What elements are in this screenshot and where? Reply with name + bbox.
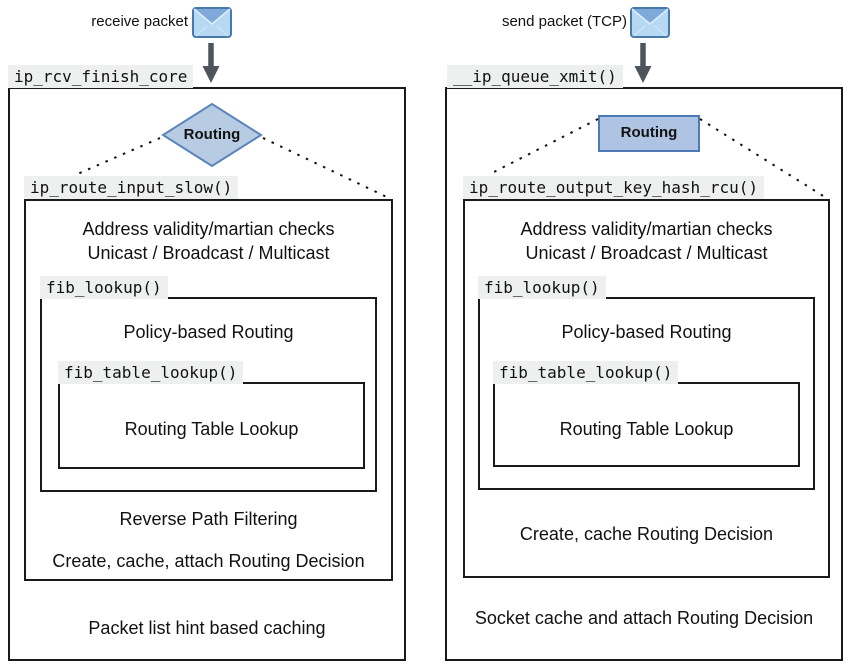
routing-decision-text: Create, cache Routing Decision — [519, 524, 774, 544]
fib-table-lookup-label: fib_table_lookup() — [493, 361, 679, 384]
route-function-label: ip_route_output_key_hash_rcu() — [463, 176, 764, 199]
entry-function-label: __ip_queue_xmit() — [447, 65, 623, 88]
entry-function-box — [8, 87, 406, 661]
address-checks-text: Address validity/martian checks Unicast … — [465, 217, 828, 265]
flow-label-receive: receive packet — [91, 13, 188, 30]
fib-lookup-box — [40, 297, 377, 492]
routing-table-lookup-text: Routing Table Lookup — [559, 419, 734, 439]
envelope-icon — [630, 7, 670, 38]
fib-lookup-box — [478, 297, 815, 490]
routing-decision-diamond: Routing — [161, 103, 263, 167]
fib-table-lookup-label: fib_table_lookup() — [58, 361, 244, 384]
route-function-label: ip_route_input_slow() — [24, 176, 239, 199]
fib-lookup-label: fib_lookup() — [478, 276, 606, 299]
checks-line-2: Unicast / Broadcast / Multicast — [87, 243, 330, 263]
routing-decision-text: Create, cache, attach Routing Decision — [52, 551, 365, 571]
down-arrow-icon — [202, 43, 220, 83]
fib-lookup-label: fib_lookup() — [40, 276, 168, 299]
routing-table-lookup-text: Routing Table Lookup — [124, 419, 299, 439]
reverse-path-filtering-text: Reverse Path Filtering — [119, 509, 298, 529]
policy-routing-text: Policy-based Routing — [561, 322, 732, 342]
route-function-box — [463, 199, 830, 578]
entry-function-label: ip_rcv_finish_core — [8, 65, 194, 88]
entry-function-box — [445, 87, 843, 661]
checks-line-2: Unicast / Broadcast / Multicast — [525, 243, 768, 263]
diamond-shape — [161, 103, 263, 167]
outer-caching-text: Socket cache and attach Routing Decision — [474, 608, 814, 628]
route-function-box — [24, 199, 393, 581]
outer-caching-text: Packet list hint based caching — [88, 618, 326, 638]
envelope-icon — [192, 7, 232, 38]
checks-line-1: Address validity/martian checks — [82, 219, 335, 239]
policy-routing-text: Policy-based Routing — [123, 322, 294, 342]
address-checks-text: Address validity/martian checks Unicast … — [26, 217, 391, 265]
routing-decision-label: Routing — [183, 126, 241, 143]
checks-line-1: Address validity/martian checks — [520, 219, 773, 239]
down-arrow-icon — [634, 43, 652, 83]
routing-decision-rect: Routing — [598, 115, 700, 152]
flow-label-send: send packet (TCP) — [501, 13, 627, 30]
